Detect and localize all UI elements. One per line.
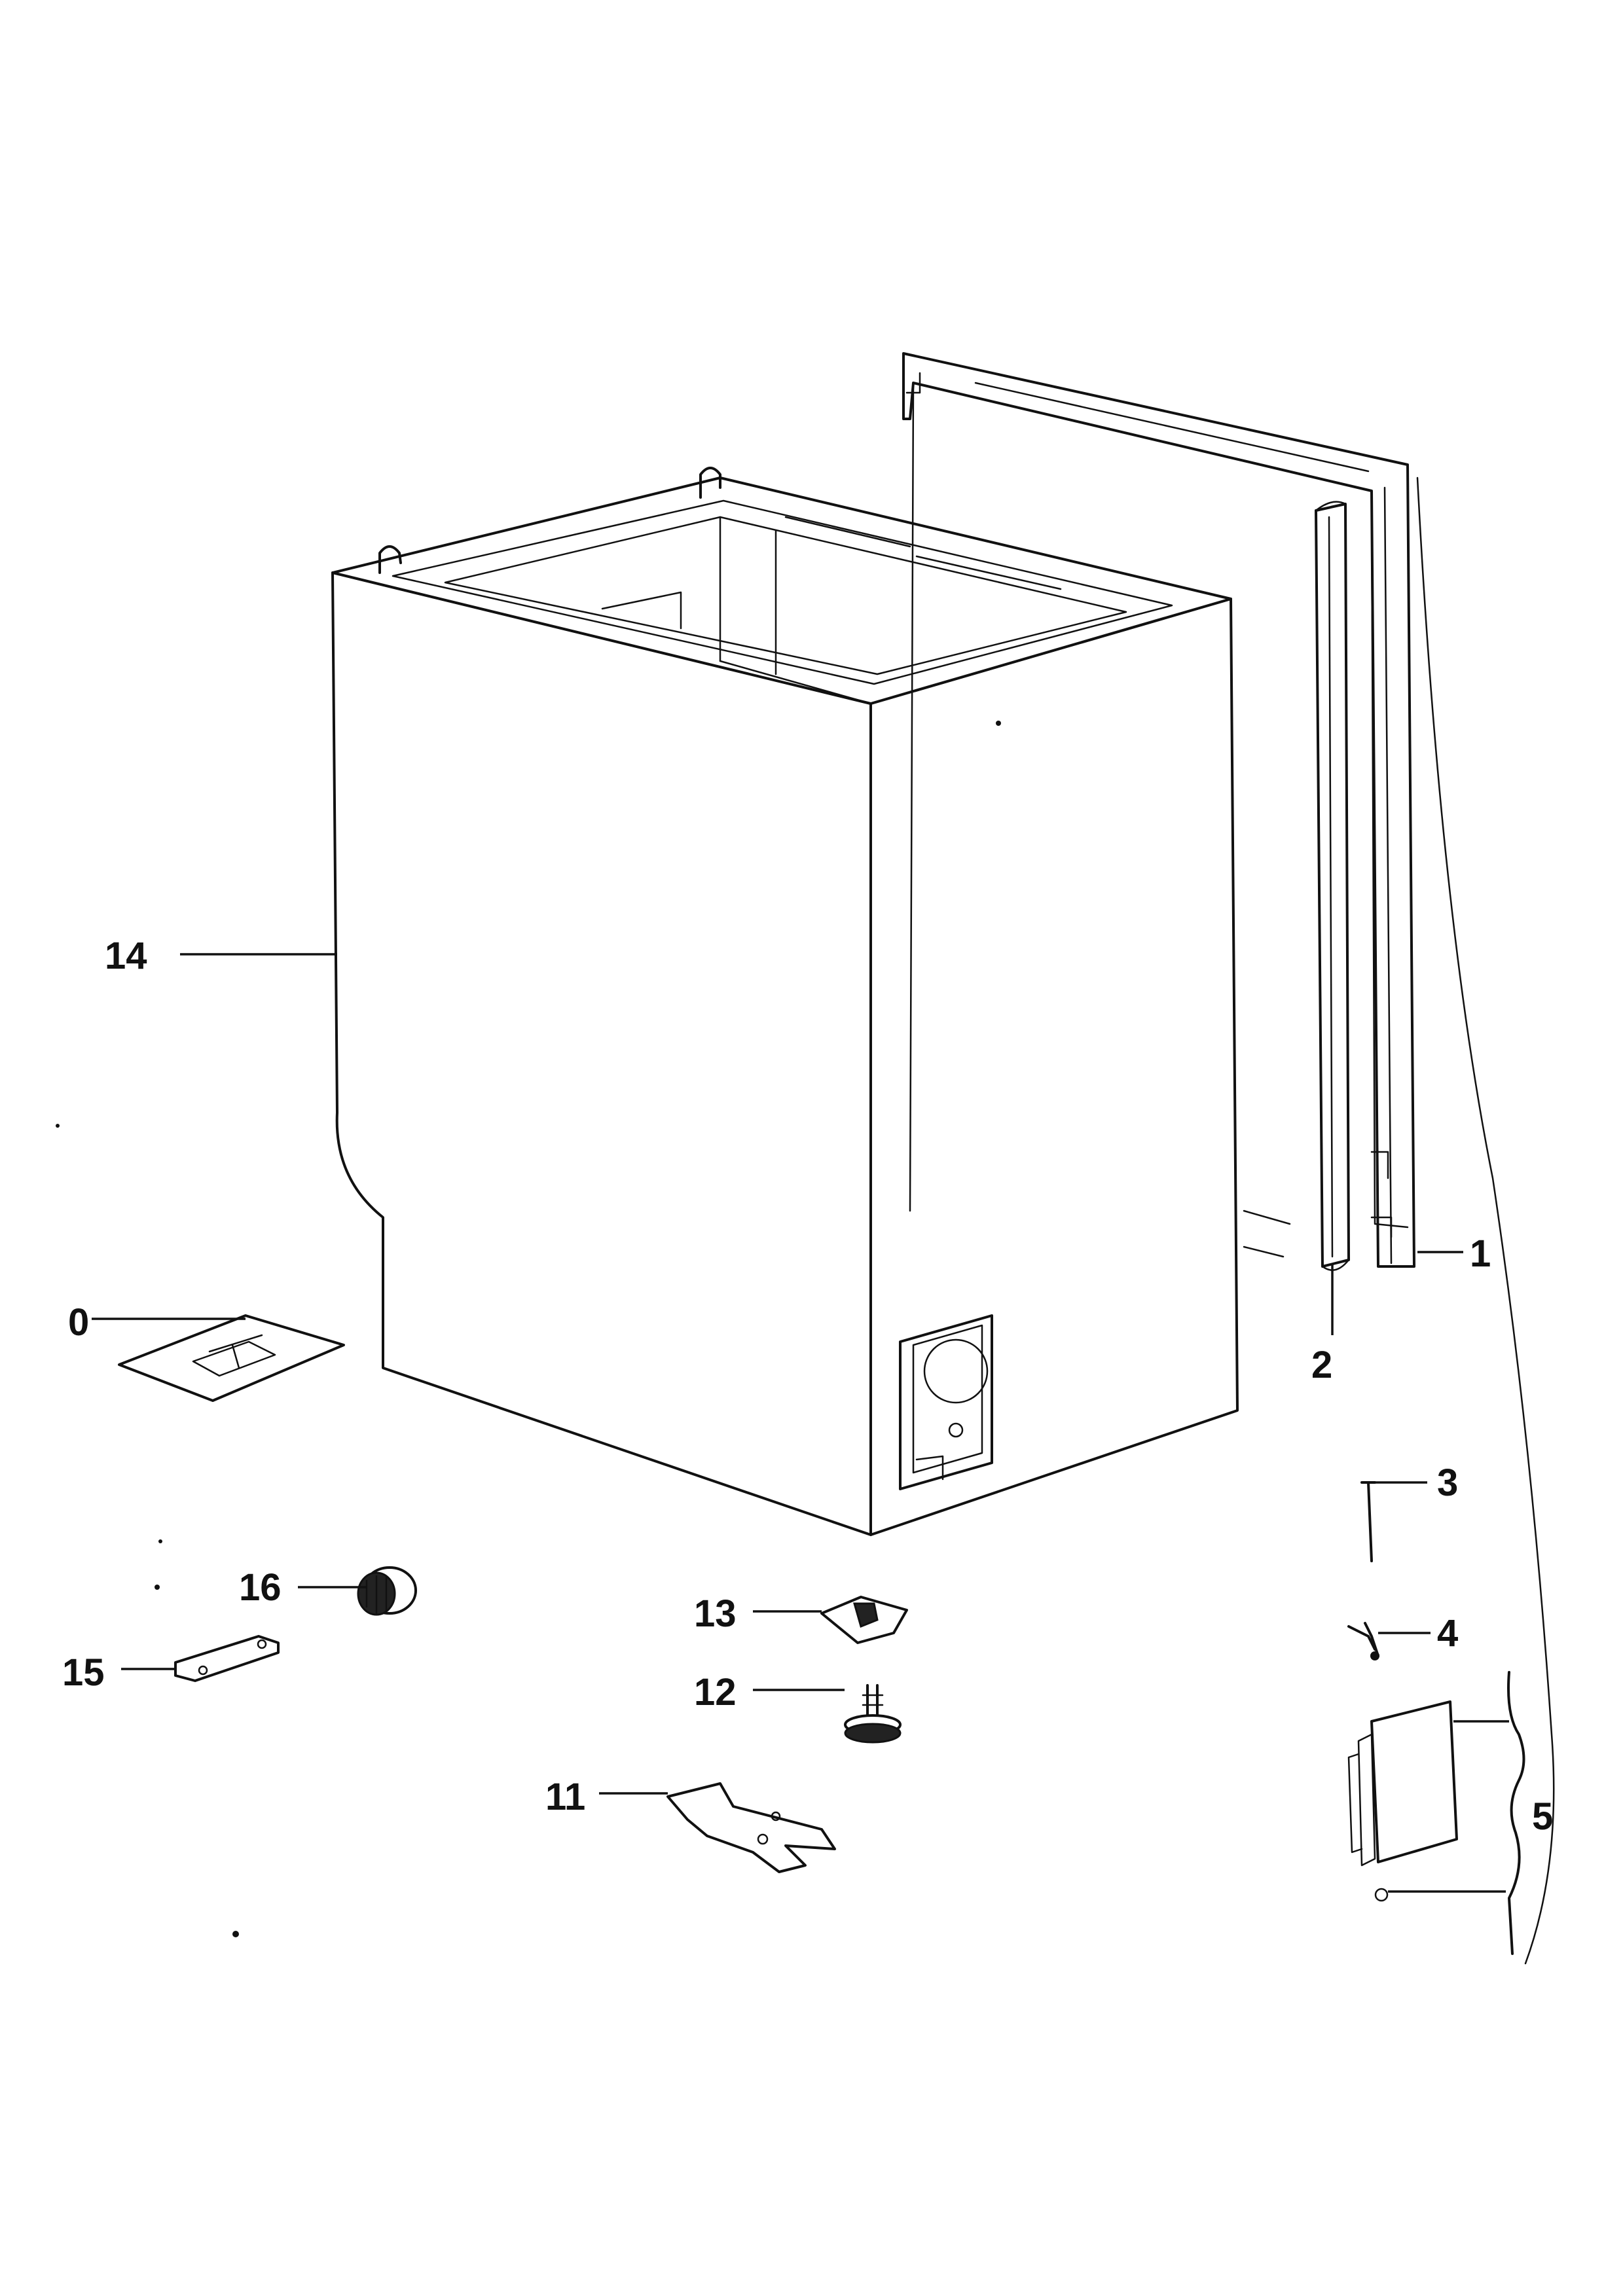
instruction-card: [118, 1314, 345, 1402]
callout-15: 15: [62, 1651, 105, 1694]
foot-plate: [820, 1596, 908, 1644]
leader-lines: [92, 476, 1555, 1965]
small-bracket: [174, 1635, 280, 1682]
callout-13: 13: [694, 1592, 737, 1635]
callout-1: 1: [1470, 1232, 1491, 1275]
callout-0: 0: [68, 1301, 89, 1344]
callout-5: 5: [1532, 1795, 1553, 1838]
door-seal-strip: [1315, 501, 1350, 1271]
stray-mark: [155, 1585, 160, 1590]
callouts: 0 1 2 3 4 5 11 12 13 14 15 16: [62, 935, 1553, 1838]
callout-4: 4: [1437, 1612, 1458, 1655]
callout-14: 14: [105, 935, 147, 977]
grommet: [357, 1566, 417, 1616]
hinge-plate: [1347, 1671, 1525, 1955]
adjustable-foot: [844, 1684, 902, 1744]
callout-2: 2: [1311, 1344, 1332, 1386]
stray-mark: [232, 1931, 239, 1937]
door-panel: [902, 352, 1415, 1268]
callout-16: 16: [239, 1566, 282, 1609]
callout-3: 3: [1437, 1462, 1458, 1504]
stray-mark: [158, 1539, 162, 1543]
cabinet-body: [331, 467, 1239, 1536]
mounting-bracket: [666, 1782, 836, 1873]
hinge-rod: [1243, 1210, 1291, 1258]
clip: [1347, 1622, 1379, 1660]
callout-11: 11: [545, 1776, 585, 1818]
callout-12: 12: [694, 1671, 737, 1713]
stray-mark: [56, 1124, 60, 1128]
screw: [1360, 1481, 1376, 1562]
